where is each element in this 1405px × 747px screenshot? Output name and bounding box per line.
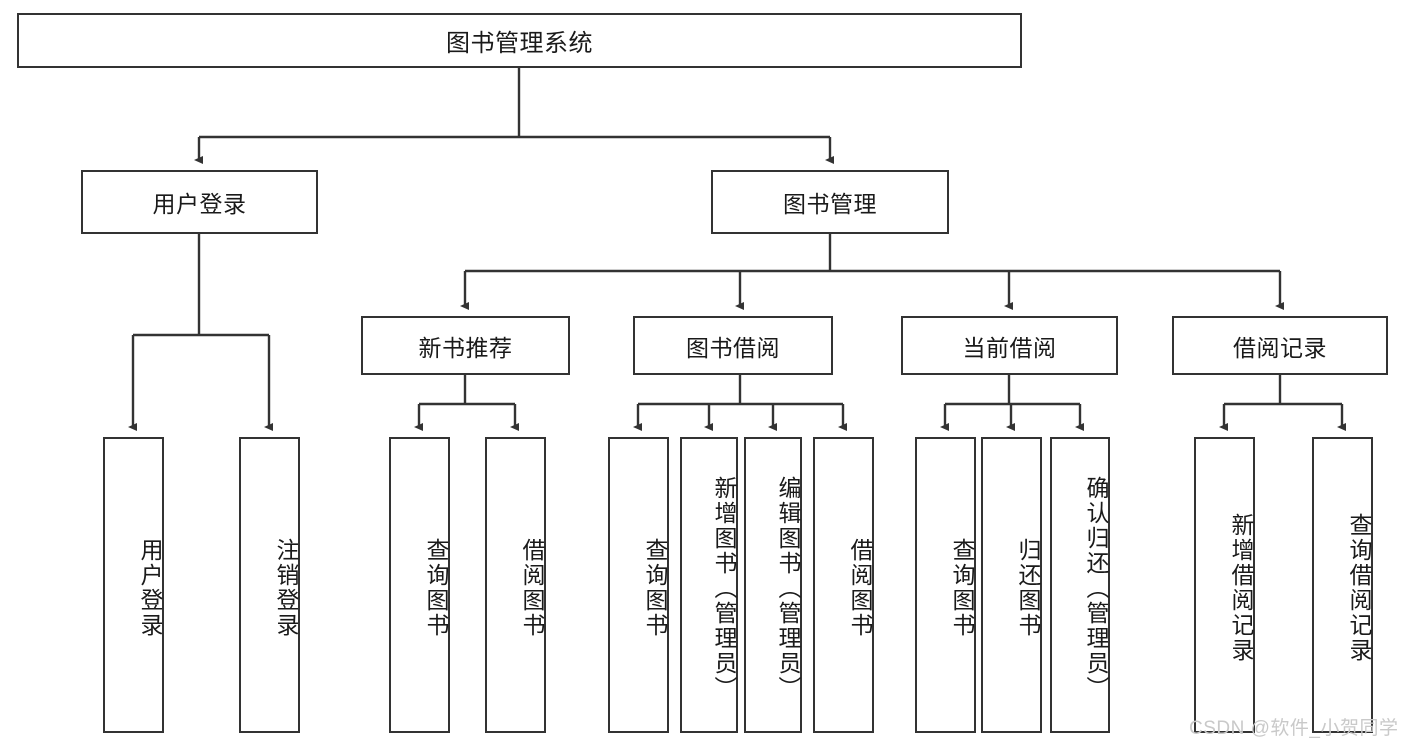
leaf-query-book-current[interactable]: 查询图书: [915, 437, 976, 733]
node-root-system[interactable]: 图书管理系统: [17, 13, 1022, 68]
leaf-borrow-book-recommend[interactable]: 借阅图书: [485, 437, 546, 733]
leaf-user-login[interactable]: 用户登录: [103, 437, 164, 733]
leaf-query-borrow-record[interactable]: 查询借阅记录: [1312, 437, 1373, 733]
node-current-borrow[interactable]: 当前借阅: [901, 316, 1118, 375]
node-book-manage[interactable]: 图书管理: [711, 170, 949, 234]
leaf-add-book-admin[interactable]: 新增图书（管理员）: [680, 437, 738, 733]
leaf-borrow-book-borrow[interactable]: 借阅图书: [813, 437, 874, 733]
leaf-confirm-return-admin[interactable]: 确认归还（管理员）: [1050, 437, 1110, 733]
node-new-book-recommend[interactable]: 新书推荐: [361, 316, 570, 375]
leaf-query-book-recommend[interactable]: 查询图书: [389, 437, 450, 733]
leaf-edit-book-admin[interactable]: 编辑图书（管理员）: [744, 437, 802, 733]
leaf-add-borrow-record[interactable]: 新增借阅记录: [1194, 437, 1255, 733]
leaf-logout[interactable]: 注销登录: [239, 437, 300, 733]
leaf-query-book-borrow[interactable]: 查询图书: [608, 437, 669, 733]
node-user-login[interactable]: 用户登录: [81, 170, 318, 234]
leaf-return-book[interactable]: 归还图书: [981, 437, 1042, 733]
node-borrow-record[interactable]: 借阅记录: [1172, 316, 1388, 375]
node-book-borrow[interactable]: 图书借阅: [633, 316, 833, 375]
